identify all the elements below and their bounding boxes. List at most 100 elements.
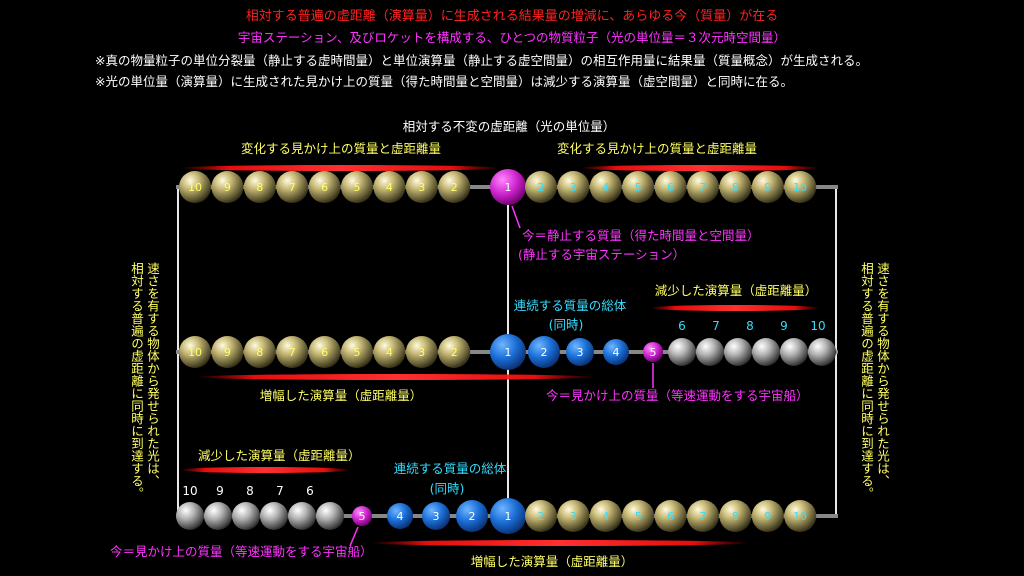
note-2: ※光の単位量（演算量）に生成された見かけ上の質量（得た時間量と空間量）は減少する…	[95, 74, 793, 89]
middle-silver-ball-1	[696, 338, 724, 366]
top-center-ball-label: 1	[505, 181, 512, 194]
middle-blue-ball-3-label: 3	[577, 346, 584, 359]
middle-left-ball-2-shape	[438, 336, 471, 368]
bottom-silver-ball-2	[232, 502, 260, 530]
top-right-ball-10-label: 10	[793, 181, 807, 194]
right-side-col1: 速さを有する物体から発せられた光は、	[875, 262, 890, 487]
middle-blue-ball-3: 3	[566, 338, 594, 366]
top-left-ball-9-label: 9	[224, 181, 231, 194]
top-left-ball-6-label: 6	[321, 181, 328, 194]
bottom-decrease-label: 減少した演算量（虚距離量）	[198, 448, 361, 463]
middle-silver-ball-2	[724, 338, 752, 366]
bottom-num-10: 10	[182, 484, 197, 498]
bottom-ship-ball-label: 5	[359, 510, 366, 523]
middle-left-ball-3-shape	[405, 336, 438, 368]
bottom-blue-ball-2-shape	[456, 500, 488, 532]
bottom-right-ball-6-label: 6	[667, 510, 674, 523]
middle-left-ball-9-shape	[211, 336, 244, 368]
bottom-blue-ball-4-shape	[387, 503, 413, 529]
top-left-ball-8: 8	[243, 171, 276, 203]
middle-left-ball-6-shape	[308, 336, 341, 368]
top-left-ball-10-shape	[179, 171, 211, 203]
bottom-silver-ball-4-shape	[288, 502, 316, 530]
bottom-right-ball-10-label: 10	[793, 510, 807, 523]
middle-left-ball-3: 3	[405, 336, 438, 368]
top-left-ball-7-label: 7	[289, 181, 296, 194]
middle-increase-label: 増幅した演算量（虚距離量）	[259, 388, 423, 403]
top-pointer-line	[511, 205, 521, 229]
bottom-right-ball-10: 10	[784, 500, 817, 532]
bottom-right-ball-7: 7	[687, 500, 719, 532]
top-right-ball-7-shape	[687, 171, 719, 203]
middle-blue-ball-4-label: 4	[613, 346, 620, 359]
bottom-right-ball-4-shape	[589, 500, 622, 532]
middle-silver-ball-2-shape	[724, 338, 752, 366]
top-center-ball-shape	[490, 169, 526, 205]
bottom-right-ball-3-label: 3	[570, 510, 577, 523]
middle-left-ball-8-label: 8	[256, 346, 263, 359]
top-left-red-bar	[180, 165, 500, 171]
top-left-ball-3: 3	[405, 171, 438, 203]
middle-ship-ball: 5	[643, 342, 663, 362]
top-left-ball-5: 5	[341, 171, 373, 203]
top-left-ball-5-label: 5	[354, 181, 361, 194]
middle-silver-ball-1-shape	[696, 338, 724, 366]
middle-blue-ball-4-shape	[603, 339, 629, 365]
top-right-ball-5: 5	[622, 171, 655, 203]
bottom-increase-label: 増幅した演算量（虚距離量）	[470, 554, 634, 569]
red-bars	[180, 165, 820, 546]
top-right-ball-4: 4	[589, 171, 622, 203]
right-side-text: 速さを有する物体から発せられた光は、 相対する普遍の虚距離に同時に到達する。	[858, 262, 890, 502]
middle-left-ball-7-label: 7	[289, 346, 296, 359]
bottom-right-ball-8-label: 8	[732, 510, 739, 523]
right-side-col2: 相対する普遍の虚距離に同時に到達する。	[859, 262, 874, 500]
top-now-label: 今＝静止する質量（得た時間量と空間量）	[522, 228, 760, 243]
bottom-blue-ball-4-label: 4	[397, 510, 404, 523]
top-right-ball-7: 7	[687, 171, 719, 203]
top-right-ball-5-shape	[622, 171, 655, 203]
bottom-right-ball-7-shape	[687, 500, 719, 532]
top-left-ball-10: 10	[179, 171, 211, 203]
middle-blue-ball-4: 4	[603, 339, 629, 365]
bottom-total-label: 連続する質量の総体	[393, 461, 507, 476]
bottom-silver-ball-4	[288, 502, 316, 530]
top-left-ball-8-shape	[243, 171, 276, 203]
top-right-red-bar	[580, 165, 820, 171]
bottom-right-ball-8-shape	[719, 500, 752, 532]
left-side-text: 速さを有する物体から発せられた光は、 相対する普遍の虚距離に同時に到達する。	[128, 262, 160, 502]
bottom-right-ball-3: 3	[557, 500, 590, 532]
middle-left-ball-4-label: 4	[386, 346, 393, 359]
bottom-right-ball-8: 8	[719, 500, 752, 532]
bottom-ship-ball-shape	[352, 506, 372, 526]
bottom-silver-ball-5-shape	[316, 502, 344, 530]
middle-left-ball-10-shape	[179, 336, 211, 368]
bottom-num-6: 6	[306, 484, 314, 498]
top-left-ball-2: 2	[438, 171, 471, 203]
bottom-right-ball-6-shape	[654, 500, 687, 532]
bottom-right-ball-2: 2	[525, 500, 557, 532]
top-right-ball-3-shape	[557, 171, 590, 203]
middle-ship-ball-shape	[643, 342, 663, 362]
middle-silver-ball-5-shape	[808, 338, 836, 366]
top-right-ball-9: 9	[751, 171, 784, 203]
bottom-silver-ball-5	[316, 502, 344, 530]
middle-silver-ball-5	[808, 338, 836, 366]
bottom-right-ball-3-shape	[557, 500, 590, 532]
middle-right-red-bar	[650, 305, 820, 311]
bottom-blue-ball-2: 2	[456, 500, 488, 532]
middle-left-ball-4-shape	[373, 336, 406, 368]
middle-left-ball-9: 9	[211, 336, 244, 368]
top-right-ball-2: 2	[525, 171, 557, 203]
bottom-right-ball-9-label: 9	[764, 510, 771, 523]
middle-total-label: 連続する質量の総体	[513, 298, 627, 313]
top-right-label: 変化する見かけ上の質量と虚距離量	[556, 141, 758, 156]
top-right-ball-4-label: 4	[602, 181, 609, 194]
middle-silver-ball-4-shape	[780, 338, 808, 366]
top-right-ball-3-label: 3	[570, 181, 577, 194]
bottom-right-ball-7-label: 7	[700, 510, 707, 523]
left-side-col1: 速さを有する物体から発せられた光は、	[145, 262, 160, 487]
middle-blue-ball-2: 2	[528, 336, 560, 368]
note-1: ※真の物量粒子の単位分裂量（静止する虚時間量）と単位演算量（静止する虚空間量）の…	[95, 53, 868, 68]
